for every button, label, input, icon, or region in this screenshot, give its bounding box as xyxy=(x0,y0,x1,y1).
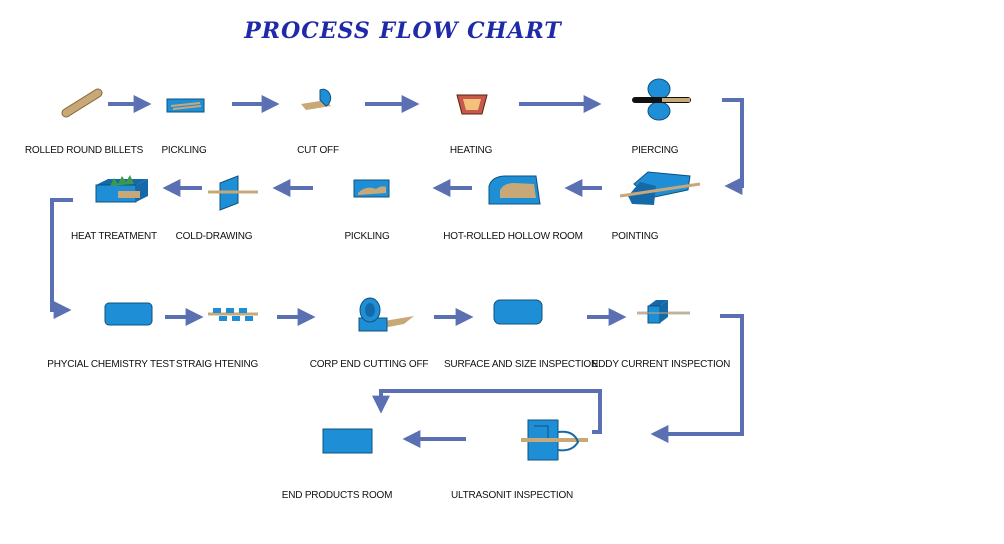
pointing-machine-icon xyxy=(619,171,701,205)
pickling-tank-icon xyxy=(353,179,390,198)
page-title: PROCESS FLOW CHART xyxy=(244,18,562,44)
saw-icon xyxy=(301,88,332,110)
storage-box-icon xyxy=(322,428,373,454)
label-ultrasonic-inspection: ULTRASONIT INSPECTION xyxy=(450,490,574,501)
label-piercing: PIERCING xyxy=(631,145,679,156)
test-box-icon xyxy=(104,302,153,326)
label-pointing: POINTING xyxy=(611,231,659,242)
flow-arrows xyxy=(50,95,744,448)
end-cutter-icon xyxy=(358,297,414,332)
inspection-box-icon xyxy=(493,299,543,325)
eddy-current-icon xyxy=(637,300,690,324)
pickling-tank-icon xyxy=(166,98,205,113)
label-pickling-2: PICKLING xyxy=(344,231,390,242)
label-hot-rolled-hollow-room: HOT-ROLLED HOLLOW ROOM xyxy=(443,231,583,242)
label-rolled-round-billets: ROLLED ROUND BILLETS xyxy=(24,145,144,156)
label-straightening: STRAIG HTENING xyxy=(175,359,259,370)
arrow-heattreatment-to-test xyxy=(50,198,73,319)
straightener-icon xyxy=(208,308,258,321)
arrow-eddy-to-ultrasonic xyxy=(650,314,744,443)
label-surface-and-size-inspection: SURFACE AND SIZE INSPECTION xyxy=(443,359,599,370)
label-heat-treatment: HEAT TREATMENT xyxy=(71,231,157,242)
piercing-mill-icon xyxy=(632,78,691,121)
hollow-room-icon xyxy=(488,175,541,205)
billet-icon xyxy=(61,88,103,118)
label-end-products-room: END PRODUCTS ROOM xyxy=(281,490,393,501)
heat-treatment-furnace-icon xyxy=(95,175,148,203)
label-crop-end-cutting-off: CORP END CUTTING OFF xyxy=(309,359,429,370)
label-pickling-1: PICKLING xyxy=(161,145,207,156)
label-physical-chemistry-test: PHYCIAL CHEMISTRY TEST xyxy=(47,359,175,370)
label-cut-off: CUT OFF xyxy=(297,145,339,156)
arrow-ultrasonic-loop xyxy=(372,389,602,434)
label-cold-drawing: COLD-DRAWING xyxy=(175,231,253,242)
furnace-icon xyxy=(456,94,488,115)
drawing-die-icon xyxy=(208,175,258,211)
arrow-piercing-to-pointing xyxy=(722,98,744,195)
label-heating: HEATING xyxy=(449,145,493,156)
label-eddy-current-inspection: EDDY CURRENT INSPECTION xyxy=(591,359,731,370)
ultrasonic-icon xyxy=(521,419,588,461)
